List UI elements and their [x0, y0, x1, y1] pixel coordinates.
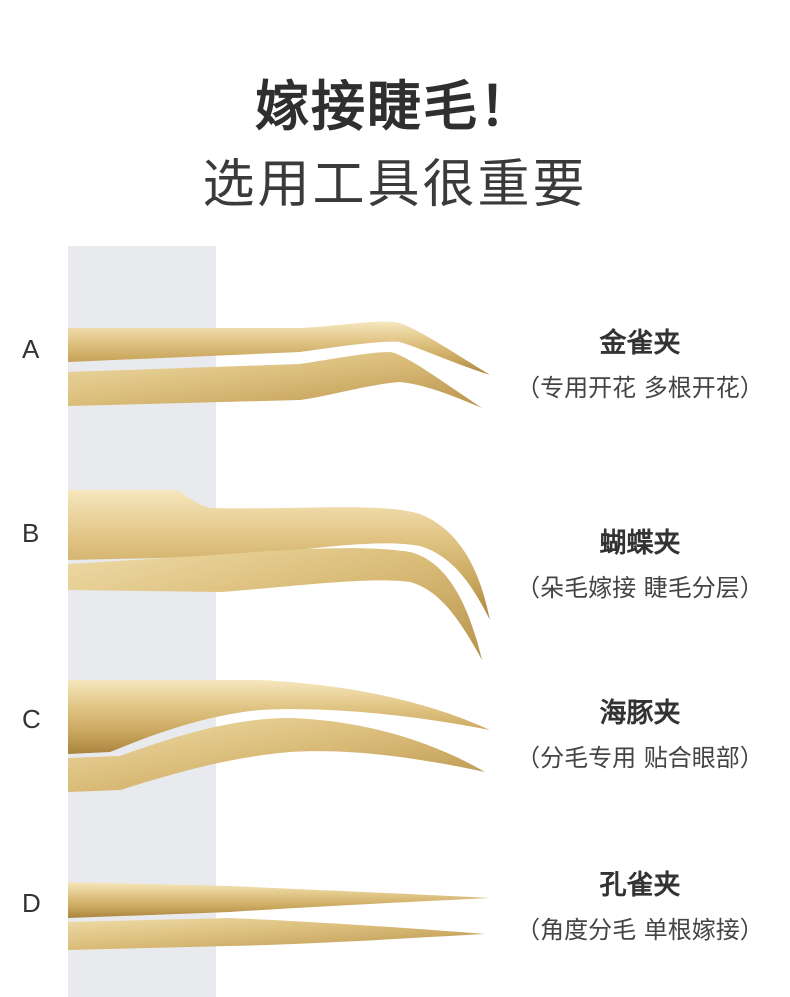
tweezer-a-image [68, 321, 490, 408]
page-title: 嫁接睫毛！ [255, 75, 535, 138]
headline: 嫁接睫毛！ 选用工具很重要 [0, 70, 790, 222]
tool-description: （专用开花 多根开花） [516, 374, 764, 402]
tool-letter: D [22, 888, 41, 918]
tool-row-b: B 蝴蝶夹 （朵毛嫁接 睫毛分层） [0, 480, 790, 670]
tweezer-b-image [68, 490, 490, 660]
tool-description: （角度分毛 单根嫁接） [516, 916, 764, 944]
tweezer-c-image [68, 680, 490, 792]
tweezer-d-image [68, 882, 490, 950]
tool-letter: C [22, 704, 41, 734]
tool-row-c: C 海豚夹 （分毛专用 贴合眼部） [0, 676, 790, 806]
tool-row-a: A 金雀夹 （专用开花 多根开花） [0, 300, 790, 430]
tool-name: 蝴蝶夹 [599, 528, 681, 559]
page-subtitle: 选用工具很重要 [202, 155, 588, 215]
tool-letter: A [22, 334, 40, 364]
tool-name: 孔雀夹 [599, 870, 681, 901]
tool-row-d: D 孔雀夹 （角度分毛 单根嫁接） [0, 860, 790, 970]
tool-name: 海豚夹 [599, 698, 681, 729]
tool-description: （分毛专用 贴合眼部） [516, 744, 764, 772]
tool-letter: B [22, 518, 40, 548]
tool-name: 金雀夹 [599, 328, 681, 359]
tool-description: （朵毛嫁接 睫毛分层） [516, 574, 764, 602]
